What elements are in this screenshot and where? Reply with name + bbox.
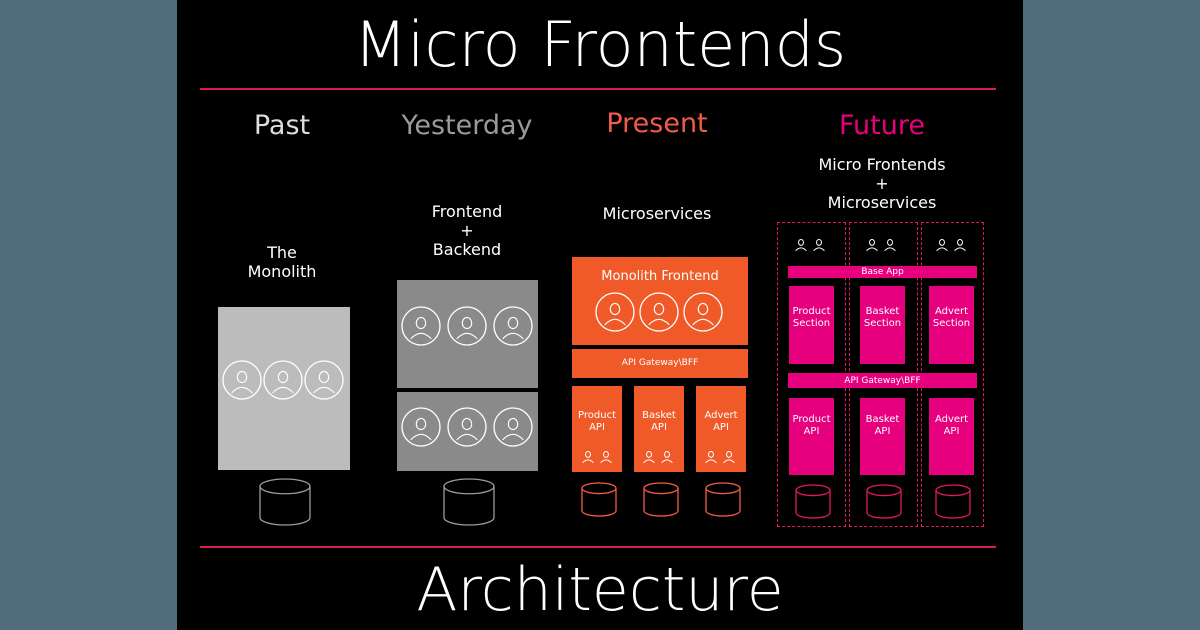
past-person-icon xyxy=(263,360,303,400)
team-person-icon xyxy=(723,451,735,464)
future-gateway-label: API Gateway\BFF xyxy=(844,376,921,386)
future-gateway-block: API Gateway\BFF xyxy=(788,373,977,388)
future-label-line3: Microservices xyxy=(827,193,937,212)
yesterday-backend-person-icon xyxy=(447,407,487,447)
monolith-frontend-label: Monolith Frontend xyxy=(601,269,719,284)
yesterday-backend-person-icon xyxy=(493,407,533,447)
team-person-icon xyxy=(884,239,896,252)
future-basket-team-icon xyxy=(866,239,896,252)
product-api-future-line2: API xyxy=(803,426,820,437)
past-database-icon xyxy=(259,478,311,526)
main-title: Micro Frontends xyxy=(353,8,847,81)
product-section-line1: Product xyxy=(792,306,831,317)
heading-past: Past xyxy=(253,110,311,141)
future-advert-database-icon xyxy=(935,484,971,519)
diagram-canvas: Micro Frontends Past Yesterday Present F… xyxy=(177,0,1023,630)
basket-section-line1: Basket xyxy=(865,306,900,317)
basket-api-line1: Basket xyxy=(642,410,676,421)
advert-section-block: Advert Section xyxy=(929,286,974,364)
product-api-block: Product API xyxy=(572,386,622,472)
yesterday-frontend-person-icon xyxy=(401,306,441,346)
basket-team-icon xyxy=(643,451,673,464)
basket-api-line2: API xyxy=(651,422,667,433)
future-label-line2: + xyxy=(875,174,889,193)
advert-section-line1: Advert xyxy=(934,306,969,317)
top-divider xyxy=(200,88,996,90)
product-team-icon xyxy=(582,451,612,464)
team-person-icon xyxy=(705,451,717,464)
yesterday-frontend-icons xyxy=(401,306,533,346)
past-person-icon xyxy=(222,360,262,400)
heading-future: Future xyxy=(839,110,925,141)
team-person-icon xyxy=(866,239,878,252)
future-label-line1: Micro Frontends xyxy=(818,155,946,174)
advert-team-icon xyxy=(705,451,735,464)
bottom-divider xyxy=(200,546,996,548)
heading-yesterday: Yesterday xyxy=(401,110,533,141)
team-person-icon xyxy=(600,451,612,464)
future-basket-database-icon xyxy=(866,484,902,519)
basket-database-icon xyxy=(643,482,679,517)
yesterday-backend-icons xyxy=(401,407,533,447)
yesterday-label-line3: Backend xyxy=(432,240,502,259)
present-gateway-label: API Gateway\BFF xyxy=(621,358,699,368)
future-product-database-icon xyxy=(795,484,831,519)
advert-api-future-line1: Advert xyxy=(934,414,969,425)
base-app-label: Base App xyxy=(861,267,904,277)
yesterday-label-line1: Frontend xyxy=(431,202,503,221)
present-frontend-person-icon xyxy=(683,292,723,332)
future-product-team-icon xyxy=(795,239,825,252)
product-section-line2: Section xyxy=(792,318,831,329)
advert-api-line1: Advert xyxy=(704,410,738,421)
past-icons xyxy=(222,360,344,400)
future-advert-team-icon xyxy=(936,239,966,252)
present-gateway-block: API Gateway\BFF xyxy=(572,349,748,378)
yesterday-label-line2: + xyxy=(460,221,474,240)
advert-api-line2: API xyxy=(713,422,729,433)
advert-api-block: Advert API xyxy=(696,386,746,472)
yesterday-backend-person-icon xyxy=(401,407,441,447)
basket-api-future-line1: Basket xyxy=(865,414,900,425)
present-frontend-person-icon xyxy=(595,292,635,332)
heading-present: Present xyxy=(606,108,708,139)
product-database-icon xyxy=(581,482,617,517)
yesterday-frontend-person-icon xyxy=(493,306,533,346)
yesterday-frontend-person-icon xyxy=(447,306,487,346)
advert-database-icon xyxy=(705,482,741,517)
present-frontend-icons xyxy=(595,292,723,332)
team-person-icon xyxy=(643,451,655,464)
present-label: Microservices xyxy=(602,204,712,223)
footer-title: Architecture xyxy=(416,555,784,625)
past-label-line1: The xyxy=(267,243,297,262)
team-person-icon xyxy=(954,239,966,252)
frontend-block xyxy=(397,280,538,388)
yesterday-database-icon xyxy=(443,478,495,526)
team-person-icon xyxy=(795,239,807,252)
base-app-block: Base App xyxy=(788,266,977,278)
team-person-icon xyxy=(582,451,594,464)
basket-section-line2: Section xyxy=(863,318,902,329)
present-frontend-person-icon xyxy=(639,292,679,332)
past-person-icon xyxy=(304,360,344,400)
advert-section-line2: Section xyxy=(932,318,971,329)
product-api-future-line1: Product xyxy=(792,414,831,425)
product-section-block: Product Section xyxy=(789,286,834,364)
advert-api-future-line2: API xyxy=(943,426,960,437)
product-api-future-block: Product API xyxy=(789,398,834,475)
basket-section-block: Basket Section xyxy=(860,286,905,364)
team-person-icon xyxy=(936,239,948,252)
basket-api-future-line2: API xyxy=(874,426,891,437)
product-api-line1: Product xyxy=(578,410,616,421)
basket-api-future-block: Basket API xyxy=(860,398,905,475)
basket-api-block: Basket API xyxy=(634,386,684,472)
product-api-line2: API xyxy=(589,422,605,433)
team-person-icon xyxy=(813,239,825,252)
advert-api-future-block: Advert API xyxy=(929,398,974,475)
past-label-line2: Monolith xyxy=(247,262,317,281)
team-person-icon xyxy=(661,451,673,464)
backend-block xyxy=(397,392,538,471)
